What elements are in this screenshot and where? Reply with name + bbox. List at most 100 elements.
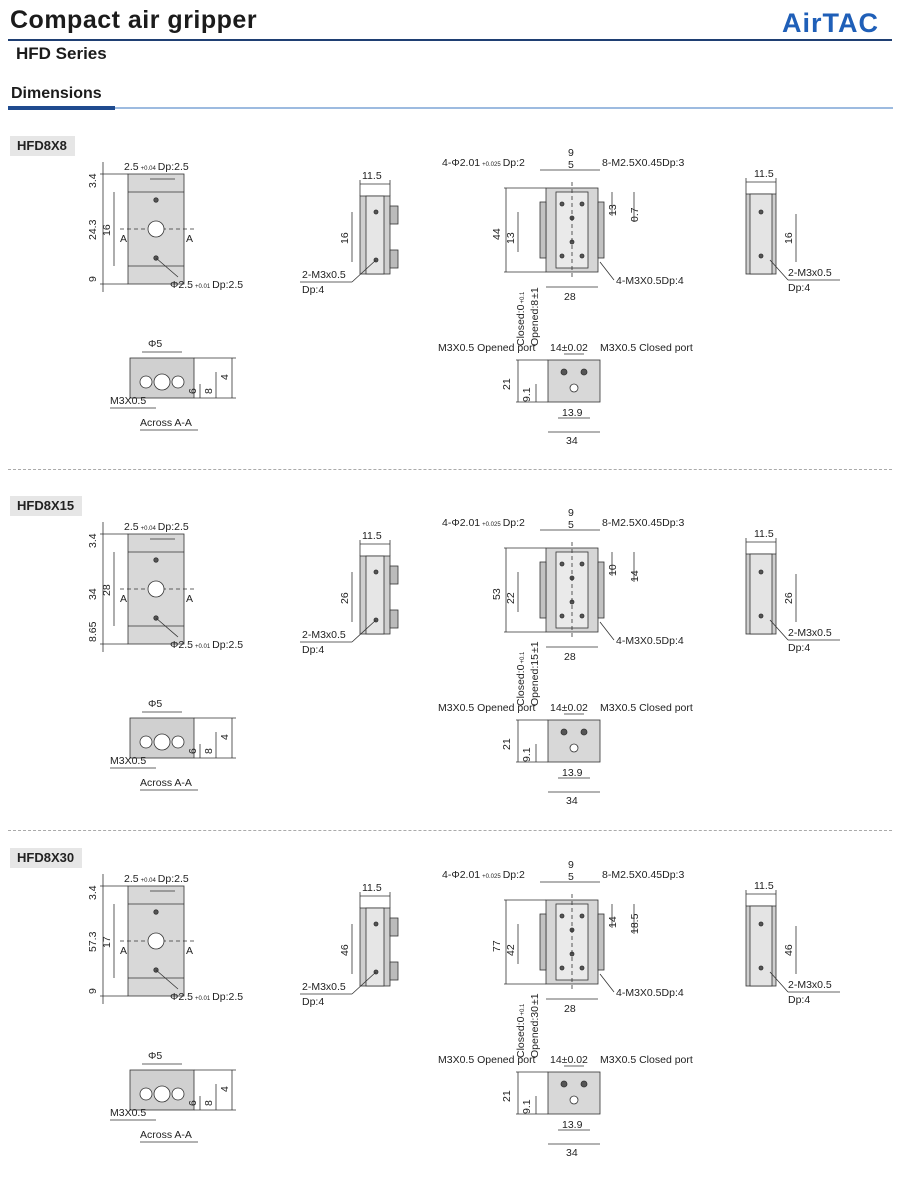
stroke-closed-label: Closed:0+0.1 [515,291,527,346]
side-depth-label: Dp:4 [302,996,324,1008]
top-view [504,169,635,288]
side-thread-label: 2-M3x0.5 [302,269,346,281]
port-close-label: M3X0.5 Closed port [600,702,693,714]
front-dim-inner: 16 [101,224,113,236]
port-height-2: 9.1 [521,387,533,402]
model-tag-hfd8x15: HFD8X15 [10,496,83,516]
end-thread-label: 2-M3x0.5 [788,627,832,639]
side-width-label: 11.5 [362,170,382,182]
side-height-label: 16 [339,232,351,244]
top-dim-a: 13 [607,204,619,216]
top-dim-b: 0.7 [629,207,641,222]
top-bottom-threads-label: 4-M3X0.5Dp:4 [616,275,684,287]
page-title: Compact air gripper [10,6,258,34]
section-view [110,711,236,791]
top-dim-a: 14 [607,916,619,928]
end-width-label: 11.5 [754,168,774,180]
port-width-2: 34 [566,795,578,807]
section-dim-3: 6 [187,748,199,754]
front-view [100,874,196,1004]
front-dim-bottom: 9 [87,276,99,282]
port-open-label: M3X0.5 Opened port [438,702,536,714]
top-dim-a: 10 [607,564,619,576]
section-title-bar [8,106,115,110]
header-rule [8,39,892,41]
end-height-label: 26 [783,592,795,604]
front-dim-top: 3.4 [87,885,99,900]
section-bore-label: Φ5 [148,698,162,710]
port-view [516,1065,601,1145]
side-depth-label: Dp:4 [302,284,324,296]
top-body-width-label: 28 [564,651,576,663]
side-view [300,892,399,995]
end-thread-label: 2-M3x0.5 [788,267,832,279]
stroke-closed-label: Closed:0+0.1 [515,1003,527,1058]
section-dim-3: 6 [187,388,199,394]
port-pitch-label: 14±0.02 [550,702,588,714]
series-subtitle: HFD Series [16,44,107,63]
top-dim-b: 18.5 [629,913,641,934]
port-height-2: 9.1 [521,1099,533,1114]
top-dim-d: 13 [505,232,517,244]
port-pitch-label: 14±0.02 [550,342,588,354]
section-mark-right: A [186,233,193,245]
end-thread-label: 2-M3x0.5 [788,979,832,991]
section-title-rule [115,107,893,109]
side-view [300,540,399,643]
section-bore-label: Φ5 [148,1050,162,1062]
section-dim-2: 8 [203,388,215,394]
end-depth-label: Dp:4 [788,994,810,1006]
end-view [745,178,840,281]
end-width-label: 11.5 [754,880,774,892]
section-view [110,1063,236,1143]
port-close-label: M3X0.5 Closed port [600,342,693,354]
side-thread-label: 2-M3x0.5 [302,629,346,641]
port-view [516,713,601,793]
end-height-label: 16 [783,232,795,244]
end-width-label: 11.5 [754,528,774,540]
top-threads-label: 8-M2.5X0.45Dp:3 [602,869,684,881]
section-dim-2: 8 [203,748,215,754]
section-dim-1: 4 [219,1086,231,1092]
front-dim-mid: 24.3 [87,219,99,240]
section-mark-right: A [186,945,193,957]
port-open-label: M3X0.5 Opened port [438,1054,536,1066]
top-span2-label: 5 [568,871,574,883]
front-dim-bottom: 8.65 [87,621,99,642]
port-height-1: 21 [501,738,513,750]
stroke-closed-label: Closed:0+0.1 [515,651,527,706]
top-view [504,881,635,1000]
front-dim-mid: 34 [87,588,99,600]
top-threads-label: 8-M2.5X0.45Dp:3 [602,517,684,529]
front-dim-top: 3.4 [87,173,99,188]
top-bottom-threads-label: 4-M3X0.5Dp:4 [616,635,684,647]
section-thread-label: M3X0.5 [110,395,146,407]
model-separator [8,830,892,831]
front-dim-bottom: 9 [87,988,99,994]
top-dim-c: 44 [491,228,503,240]
top-dim-c: 53 [491,588,503,600]
port-width-1: 13.9 [562,767,583,779]
section-thread-label: M3X0.5 [110,755,146,767]
side-view [300,180,399,283]
section-view [110,351,236,431]
port-height-1: 21 [501,1090,513,1102]
section-mark-left: A [120,593,127,605]
port-width-2: 34 [566,1147,578,1159]
section-dim-1: 4 [219,374,231,380]
section-caption: Across A-A [140,417,192,429]
top-threads-label: 8-M2.5X0.45Dp:3 [602,157,684,169]
front-view [100,522,196,652]
section-mark-right: A [186,593,193,605]
port-width-1: 13.9 [562,1119,583,1131]
